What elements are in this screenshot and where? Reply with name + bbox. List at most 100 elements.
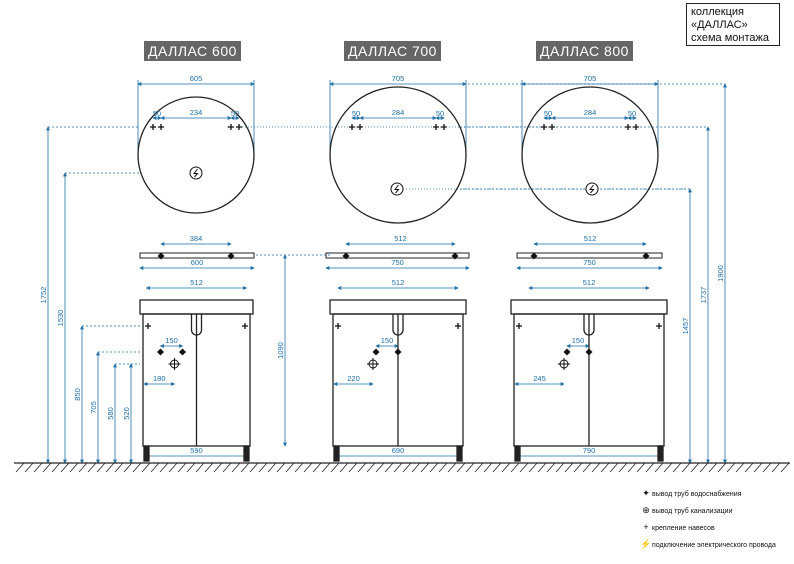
floor-hatch: [168, 462, 178, 473]
unit-2-drain-cross: [367, 358, 379, 370]
floor-hatch: [402, 462, 412, 473]
floor-hatch: [177, 462, 187, 473]
unit-3-mount-4: [633, 124, 639, 130]
unit-3-drain-cross: [558, 358, 570, 370]
floor-hatch: [636, 462, 646, 473]
unit-2-leg-r: [456, 445, 463, 462]
unit-1-mount-1: [150, 124, 156, 130]
unit-1-drain-offset-label: 180: [153, 374, 166, 383]
unit-1-shelf: [139, 252, 255, 259]
floor-hatch: [285, 462, 295, 473]
unit-2-electric-bolt: [393, 184, 400, 194]
unit-1-mirror: [137, 96, 255, 214]
floor-hatch: [609, 462, 619, 473]
unit-3-water-2: [585, 348, 593, 356]
unit-1-shelf-mount-label: 384: [190, 234, 203, 243]
legend-item: ✦вывод труб водоснабжения: [640, 489, 741, 499]
unit-1-mount-2: [158, 124, 164, 130]
floor-hatch: [474, 462, 484, 473]
unit-3-basin: [510, 299, 668, 315]
h-1737-label: 1737: [699, 287, 708, 304]
collection-title-box: коллекция «ДАЛЛАС» схема монтажа: [686, 3, 780, 46]
unit-3-leg-l: [514, 445, 521, 462]
floor-hatch: [276, 462, 286, 473]
floor-hatch: [717, 462, 727, 473]
floor-hatch: [411, 462, 421, 473]
unit-3-shelf-pin-r: [642, 252, 650, 260]
floor-hatch: [393, 462, 403, 473]
unit-3-mount-gap-label: 284: [584, 108, 597, 117]
unit-3-leg-r: [657, 445, 664, 462]
legend-text: вывод труб водоснабжения: [652, 491, 742, 498]
floor-hatch: [510, 462, 520, 473]
floor-hatch: [69, 462, 79, 473]
floor-hatch: [375, 462, 385, 473]
unit-1-pipe-gap-label: 150: [165, 336, 178, 345]
floor-hatch: [726, 462, 736, 473]
floor-hatch: [105, 462, 115, 473]
unit-1-mount-3: [228, 124, 234, 130]
title-line-3: схема монтажа: [691, 32, 769, 44]
floor-hatch: [447, 462, 457, 473]
unit-1-mount-offset-l-label: 50: [153, 109, 161, 118]
floor-hatch: [204, 462, 214, 473]
unit-3-water-1: [563, 348, 571, 356]
floor-hatch: [312, 462, 322, 473]
floor-hatch: [294, 462, 304, 473]
electric-icon: ⚡: [640, 539, 652, 549]
floor-hatch: [465, 462, 475, 473]
floor-hatch: [87, 462, 97, 473]
floor-hatch: [645, 462, 655, 473]
floor-hatch: [258, 462, 268, 473]
unit-2-mount-offset-r-label: 50: [436, 109, 444, 118]
h-580-label: 580: [106, 407, 115, 420]
title-line-2: «ДАЛЛАС»: [691, 19, 748, 31]
floor-hatch: [78, 462, 88, 473]
unit-3-shelf-mount-label: 512: [584, 234, 597, 243]
unit-3-shelf-width-label: 750: [583, 258, 596, 267]
h-1530-label: 1530: [56, 310, 65, 327]
unit-3-electric-bolt: [588, 184, 595, 194]
unit-1-base-width-label: 590: [190, 446, 203, 455]
unit-2-mount-4: [441, 124, 447, 130]
water-pipe-icon: ✦: [642, 488, 650, 498]
floor-hatch: [249, 462, 259, 473]
floor-hatch: [240, 462, 250, 473]
floor-hatch: [672, 462, 682, 473]
legend-text: подключение электрического провода: [652, 542, 776, 549]
floor-hatch: [501, 462, 511, 473]
floor-hatch: [519, 462, 529, 473]
floor-hatch: [663, 462, 673, 473]
unit-2-siphon: [392, 314, 404, 336]
unit-2-shelf: [325, 252, 470, 259]
unit-3-mount-6: [656, 323, 662, 329]
unit-1-mount-4: [236, 124, 242, 130]
floor-hatch: [339, 462, 349, 473]
unit-1-leg-r: [243, 445, 250, 462]
unit-2-mirror: [329, 86, 467, 224]
floor-hatch: [681, 462, 691, 473]
unit-1-basin-width-label: 512: [190, 278, 203, 287]
floor-hatch: [780, 462, 790, 473]
floor-hatch: [573, 462, 583, 473]
floor-hatch: [357, 462, 367, 473]
unit-2-mount-gap-label: 284: [392, 108, 405, 117]
floor-hatch: [555, 462, 565, 473]
floor-hatch: [213, 462, 223, 473]
floor-hatch: [771, 462, 781, 473]
unit-1-mount-6: [242, 323, 248, 329]
model-label-700: ДАЛЛАС 700: [344, 41, 441, 61]
floor-hatch: [141, 462, 151, 473]
floor-hatch: [303, 462, 313, 473]
unit-1-shelf-pin-r: [227, 252, 235, 260]
floor-hatch: [744, 462, 754, 473]
unit-2-shelf-pin-l: [342, 252, 350, 260]
unit-3-mount-2: [549, 124, 555, 130]
floor-hatch: [618, 462, 628, 473]
unit-3-mirror-width-label: 705: [584, 74, 597, 83]
unit-3-mount-5: [516, 323, 522, 329]
floor-hatch: [537, 462, 547, 473]
floor-hatch: [114, 462, 124, 473]
floor-hatch: [456, 462, 466, 473]
h-705-label: 705: [89, 401, 98, 414]
